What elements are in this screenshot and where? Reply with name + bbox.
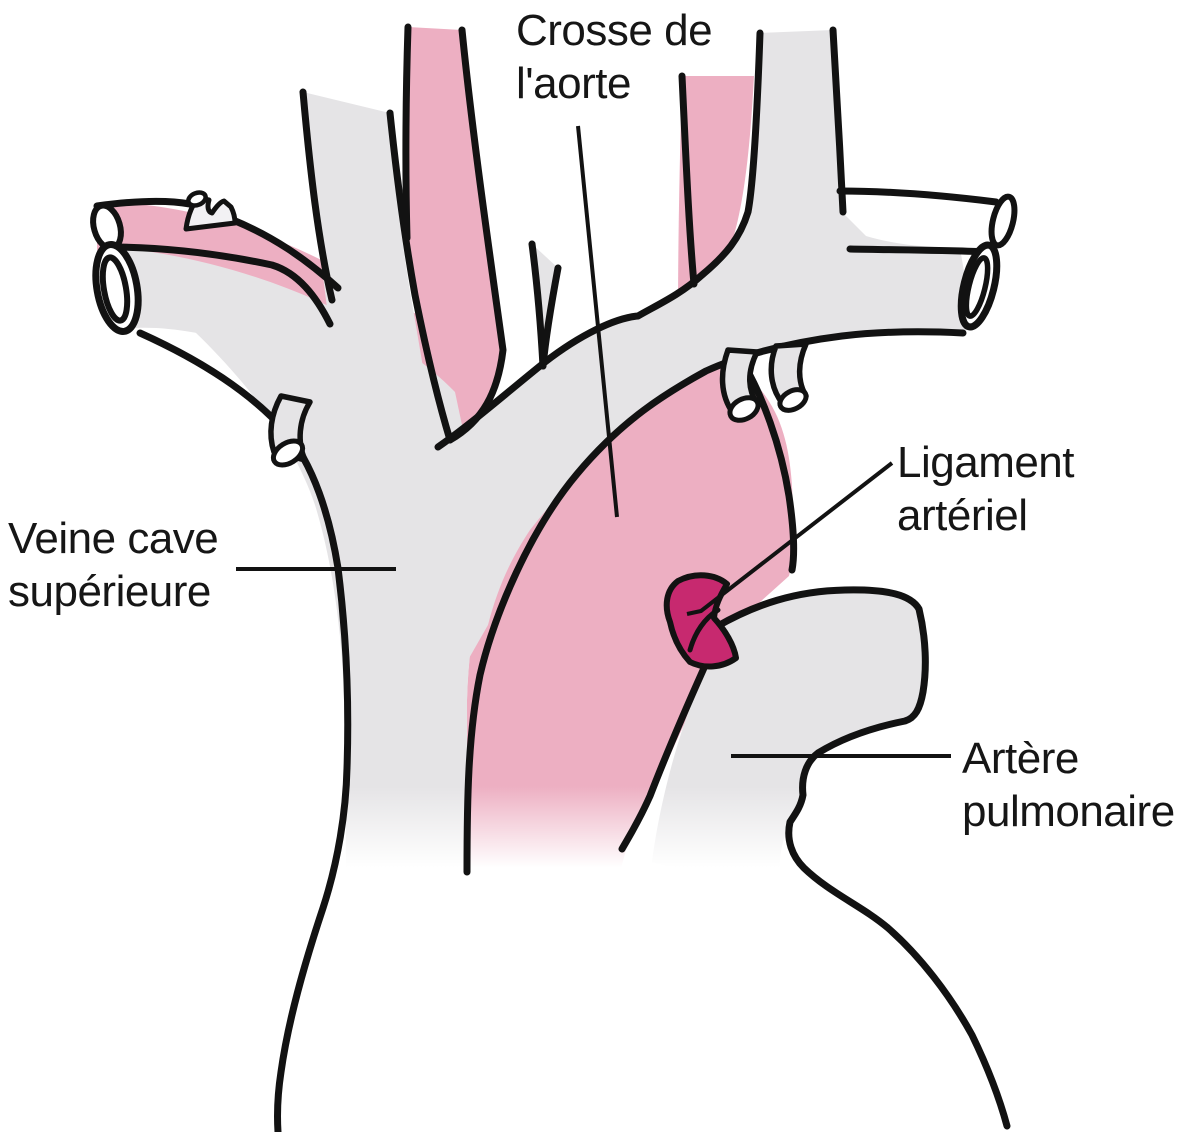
left-carotid-left-edge [678,72,698,288]
label-aortic-arch-line2: l'aorte [516,59,631,108]
left-subclavian-top-edge [836,187,1000,206]
band-upper-edge [434,29,764,451]
label-superior-vena-cava-line1: Veine cave [8,514,219,563]
label-arterial-ligament-line1: Ligament [897,438,1075,487]
left-brachiocephalic-vein-end-outer [957,241,1001,331]
outlines [90,23,1018,1132]
spike-right-edge [539,264,562,370]
fork-cap [186,190,208,208]
right-carotid-artery-shape [404,27,503,440]
carotid-left-edge [402,23,412,242]
label-superior-vena-cava-line2: supérieure [8,567,211,616]
label-pulmonary-artery-line1: Artère [962,734,1079,783]
cut-tube-ends [90,193,1018,335]
arch-right-edge [736,353,798,574]
bottom-fade [0,786,1200,882]
label-arterial-ligament-line2: artériel [897,491,1028,540]
arterial-ligament-crease [687,607,721,653]
left-brachiocephalic-vein-end-inner [963,255,991,319]
svc-side-stub [268,393,313,468]
left-subclavian-artery-end [988,193,1018,249]
label-superior-vena-cava: Veine cave supérieure [8,512,219,618]
label-aortic-arch: Crosse de l'aorte [516,4,713,110]
left-carotid-artery-shape [678,76,754,318]
jugular-left-edge [299,88,336,304]
descending-aorta-edge [618,664,708,853]
label-arterial-ligament: Ligament artériel [897,436,1075,542]
left-subclavian-bottom-edge [846,245,994,256]
label-aortic-arch-line1: Crosse de [516,6,713,55]
leader-arterial-ligament [686,461,894,616]
label-pulmonary-artery-line2: pulmonaire [962,787,1175,836]
label-pulmonary-artery: Artère pulmonaire [962,732,1175,838]
right-brachiocephalic-vein-end-inner [99,254,131,324]
stub-right-1-end [727,395,761,423]
jugular-right-edge [386,109,454,444]
leader-lines [236,125,951,758]
vertebral-fork [183,190,238,232]
right-jugular-vein-shape [303,92,434,432]
stub-left-end [270,438,306,468]
stub-right-2-end [777,387,809,413]
pulmonary-artery-outline [712,586,1011,1130]
leader-aortic-arch [576,125,619,518]
subclavian-bottom-edge [114,243,334,328]
azygos-stubs [719,341,809,423]
